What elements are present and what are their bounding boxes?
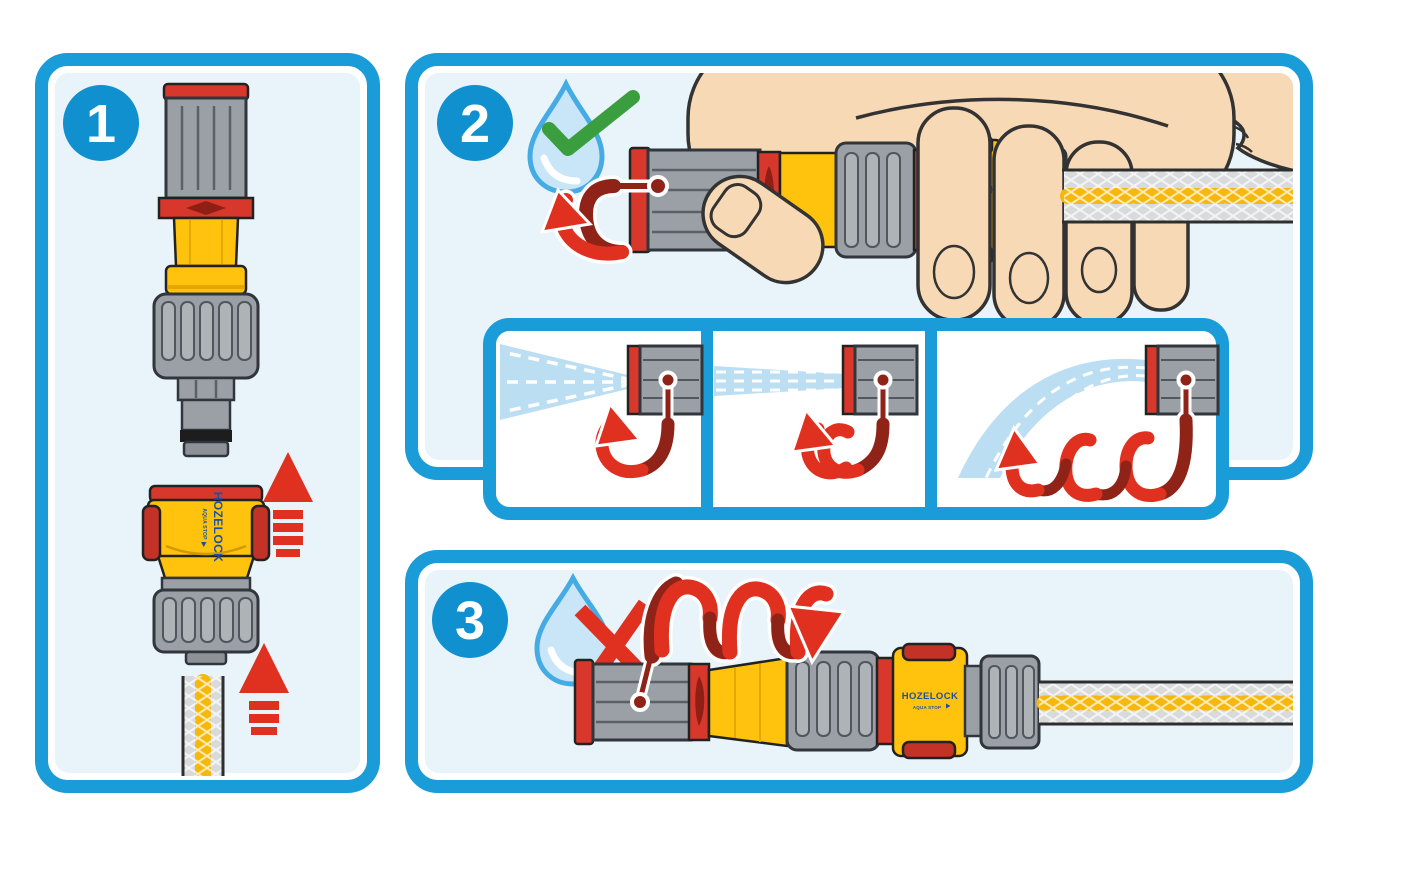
- jet-spray-cell: [714, 344, 919, 483]
- connector-latch-right: [250, 504, 271, 562]
- tagline-arrow-icon: [946, 703, 951, 709]
- svg-text:AQUA STOP: AQUA STOP: [913, 705, 941, 710]
- divider: [701, 331, 713, 507]
- step-1-number: 1: [86, 94, 116, 154]
- svg-text:HOZELOCK: HOZELOCK: [902, 691, 959, 702]
- brand-label-vertical: HOZELOCK AQUA STOP: [201, 492, 225, 563]
- hose: [1036, 680, 1293, 726]
- thumb: [701, 174, 825, 285]
- check-mark-icon: [542, 90, 640, 156]
- step-1-badge: [63, 85, 139, 161]
- up-arrow-icon: [263, 452, 313, 557]
- thumb-nail: [709, 183, 763, 239]
- step-3-number: 3: [455, 591, 485, 651]
- divider: [925, 331, 937, 507]
- spiral-arrow-icon: [630, 573, 847, 712]
- connector-latch-left: [141, 504, 162, 562]
- brand-tagline: AQUA STOP: [201, 508, 207, 540]
- hose: [1060, 168, 1293, 224]
- step-2-badge: [437, 85, 513, 161]
- shower-spray-cell: [958, 344, 1220, 506]
- leader-dot: [647, 175, 669, 197]
- hose-connector-icon: HOZELOCK AQUA STOP: [141, 484, 271, 666]
- cone-spray-cell: [500, 344, 704, 482]
- brand-name: HOZELOCK: [211, 492, 225, 563]
- leader-dot: [630, 692, 650, 712]
- panel-step-3: 3 HOZELOCK AQUA STOP: [405, 550, 1313, 793]
- o-ring: [180, 430, 232, 442]
- twist-arrow-icon: [539, 175, 669, 264]
- nozzle-assembly: HOZELOCK AQUA STOP: [573, 642, 1041, 760]
- tagline-arrow-icon: [201, 542, 207, 547]
- nozzle-icon: [152, 82, 260, 458]
- panel-step-1: 1 HOZELOCK AQUA STOP: [35, 53, 380, 793]
- hose-icon: [181, 674, 225, 776]
- up-arrow-icon: [239, 643, 289, 735]
- step-3-badge: [432, 582, 508, 658]
- panel-step-2: 2 HOZELOCK AQUA STOP: [405, 53, 1313, 520]
- spray-mode-strip: [483, 318, 1229, 520]
- step-2-number: 2: [460, 94, 490, 154]
- brand-label: HOZELOCK AQUA STOP: [902, 691, 959, 710]
